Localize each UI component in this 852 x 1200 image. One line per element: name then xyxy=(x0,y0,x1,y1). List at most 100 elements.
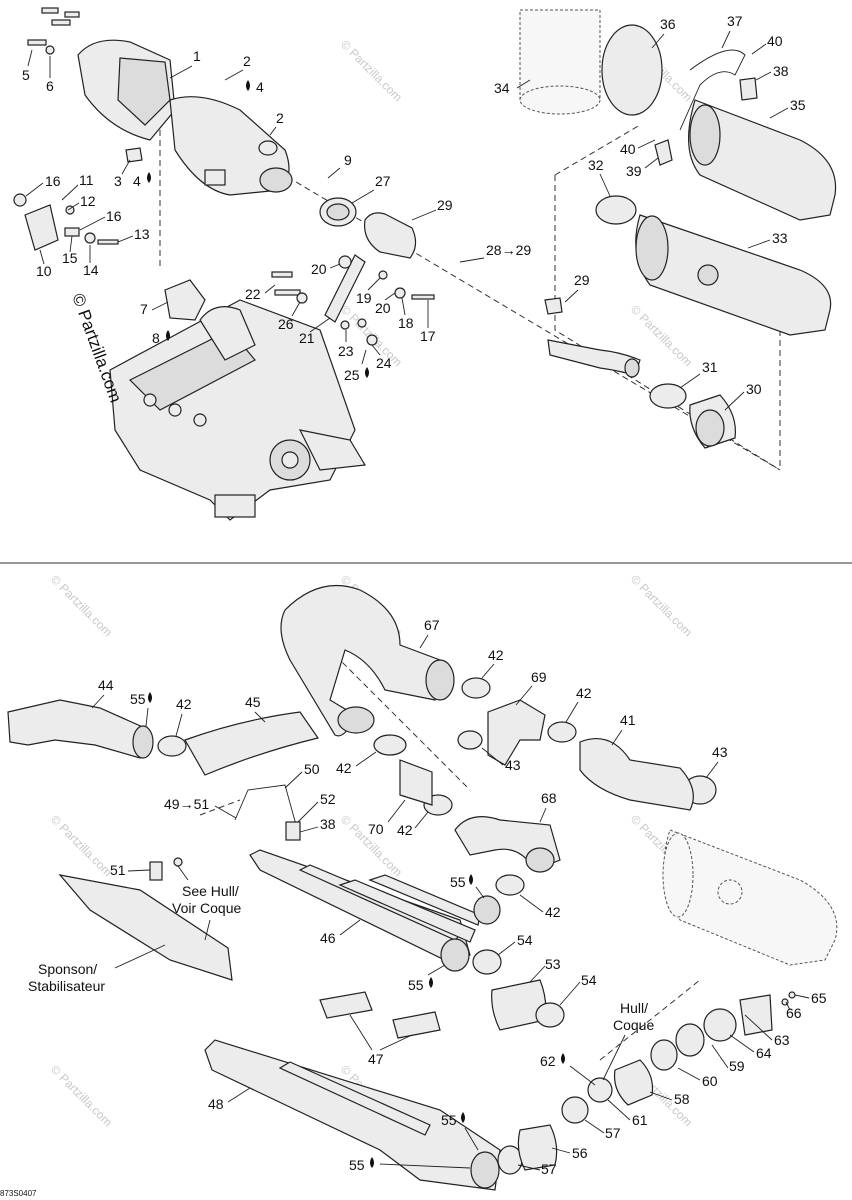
callout-40: 40 xyxy=(751,33,783,55)
copyright-notice: © Partzilla.com xyxy=(68,291,125,405)
muffler xyxy=(688,99,837,221)
callout-51: 51 xyxy=(110,862,151,878)
pipe-fitting xyxy=(544,297,563,315)
callout-label: 44 xyxy=(98,677,114,693)
callout-label: 12 xyxy=(80,193,96,209)
diagram-code: 873S0407 xyxy=(0,1189,37,1198)
callout-label: 37 xyxy=(727,13,743,29)
resonator xyxy=(635,214,832,336)
clamp xyxy=(373,734,407,756)
callout-label: 14 xyxy=(83,262,99,278)
callout-label: 23 xyxy=(338,343,354,359)
callout-label: 55 xyxy=(441,1112,457,1128)
callout-label: 30 xyxy=(746,381,762,397)
callout-label: 68 xyxy=(541,790,557,806)
callout-38: 38 xyxy=(755,63,789,81)
callout-label: 42 xyxy=(397,822,413,838)
callout-34: 34 xyxy=(494,79,531,96)
assembly-guide-line xyxy=(554,124,641,176)
callout-label: 60 xyxy=(702,1073,718,1089)
assembly-guide-line xyxy=(599,979,701,1061)
callout-label: 13 xyxy=(134,226,150,242)
callout-label: 36 xyxy=(660,16,676,32)
sealant-drop-icon xyxy=(461,1112,465,1123)
callout-62: 62 xyxy=(540,1053,596,1086)
callout-23: 23 xyxy=(338,330,354,359)
callout-58: 58 xyxy=(649,1091,690,1107)
outlet-pipe-end xyxy=(624,358,640,378)
callout-7: 7 xyxy=(140,301,169,317)
sponson-strip xyxy=(58,874,233,981)
callout-label: 43 xyxy=(712,744,728,760)
coupling xyxy=(399,759,433,806)
callout-49: 49→51 xyxy=(164,796,237,819)
clamp xyxy=(157,735,187,757)
callout-3: 3 xyxy=(114,159,131,189)
callout-56: 56 xyxy=(551,1145,588,1161)
bracket-assembly xyxy=(13,147,143,251)
sealant-drop-icon xyxy=(561,1053,565,1064)
note-hull2-fr: Coque xyxy=(613,1017,654,1033)
bolt xyxy=(51,19,71,26)
callout-label: 67 xyxy=(424,617,440,633)
callout-label: 4 xyxy=(256,79,264,95)
callout-label: 42 xyxy=(488,647,504,663)
strap xyxy=(679,49,746,131)
callout-36: 36 xyxy=(651,16,676,49)
callout-label: 45 xyxy=(245,694,261,710)
callout-21: 21 xyxy=(299,317,331,346)
callout-47: 47 xyxy=(349,1014,413,1067)
callout-label: 16 xyxy=(45,173,61,189)
callout-label: 33 xyxy=(772,230,788,246)
callout-label: 18 xyxy=(398,315,414,331)
callout-label: 52 xyxy=(320,791,336,807)
callout-66: 66 xyxy=(785,1001,802,1021)
callout-label: 38 xyxy=(320,816,336,832)
exhaust-hose-41 xyxy=(579,738,694,811)
resonator-ghost xyxy=(662,829,838,966)
bolt xyxy=(41,7,59,14)
clamp xyxy=(472,949,502,975)
callout-label: 43 xyxy=(505,757,521,773)
callout-57a: 57 xyxy=(584,1119,621,1141)
top-assembly xyxy=(13,7,837,521)
callout-19: 19 xyxy=(356,277,381,306)
sponson-nut xyxy=(173,857,183,867)
gasket-plate xyxy=(164,279,206,321)
clamp xyxy=(649,383,687,409)
callout-6: 6 xyxy=(46,56,54,94)
callout-33: 33 xyxy=(747,230,788,249)
callout-label: 57 xyxy=(605,1125,621,1141)
callout-35: 35 xyxy=(769,97,806,119)
washer xyxy=(45,45,55,55)
callout-label: 3 xyxy=(114,173,122,189)
callout-60: 60 xyxy=(677,1067,718,1089)
callout-50: 50 xyxy=(284,761,320,789)
callout-label: 57 xyxy=(541,1161,557,1177)
clamp xyxy=(461,677,491,699)
callout-label: 54 xyxy=(581,972,597,988)
callout-38: 38 xyxy=(299,816,336,833)
callout-45: 45 xyxy=(245,694,266,723)
callout-label: 39 xyxy=(626,163,642,179)
callout-63: 63 xyxy=(744,1014,790,1048)
callout-40b: 40 xyxy=(620,139,656,157)
callout-11: 11 xyxy=(61,172,94,201)
callout-label: 64 xyxy=(756,1045,772,1061)
callout-68: 68 xyxy=(539,790,557,823)
callout-42e: 42 xyxy=(397,811,429,838)
note-hull-en: See Hull/ xyxy=(182,883,239,899)
callout-label: 55 xyxy=(408,977,424,993)
pad xyxy=(319,991,373,1019)
callout-12: 12 xyxy=(67,193,96,211)
callout-label: 50 xyxy=(304,761,320,777)
note-hull: Hull/ Coque xyxy=(602,1000,654,1081)
callout-22: 22 xyxy=(245,284,276,302)
callout-label: 34 xyxy=(494,80,510,96)
callout-label: 49→51 xyxy=(164,796,209,812)
callout-label: 28→29 xyxy=(486,242,531,258)
callout-55a: 55 xyxy=(130,691,152,727)
callout-label: 10 xyxy=(36,263,52,279)
callout-label: 58 xyxy=(674,1091,690,1107)
